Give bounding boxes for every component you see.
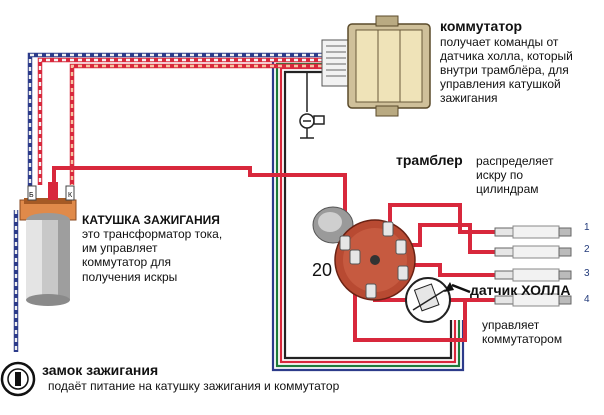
- spark-plug-4: [494, 293, 572, 307]
- ignition-lock-icon: [0, 361, 36, 397]
- spark-plug-1: [494, 225, 572, 239]
- hall-sensor: [405, 277, 471, 323]
- cylinder-label-2: 2: [584, 244, 590, 255]
- cylinder-label-1: 1: [584, 222, 590, 233]
- ignition-coil: Б К: [19, 182, 77, 306]
- rotor-number: 20: [312, 260, 333, 280]
- coil-title: КАТУШКА ЗАЖИГАНИЯ: [82, 213, 220, 227]
- spark-plug-leads: [353, 203, 495, 342]
- hall-sensor-desc: управляет коммутатором: [482, 318, 563, 347]
- capacitor-icon: [299, 72, 325, 139]
- high-voltage-lead: [52, 166, 347, 232]
- ignition-lock-label: замок зажигания подаёт питание на катушк…: [42, 362, 342, 393]
- svg-text:К: К: [68, 192, 73, 199]
- commutator-label: коммутатор получает команды от датчика х…: [440, 18, 600, 105]
- ignition-lock-title: замок зажигания: [42, 362, 159, 378]
- distributor-title: трамблер: [396, 152, 463, 168]
- hall-sensor-title: датчик ХОЛЛА: [470, 282, 571, 298]
- commutator-title: коммутатор: [440, 18, 523, 34]
- distributor-desc: распределяет искру по цилиндрам: [476, 154, 554, 197]
- distributor: [312, 206, 416, 301]
- spark-plug-2: [494, 245, 572, 259]
- supply-cable: [13, 52, 322, 352]
- commutator-desc: получает команды от датчика холла, котор…: [440, 34, 573, 106]
- ignition-lock-desc: подаёт питание на катушку зажигания и ко…: [48, 378, 340, 393]
- commutator-unit: [321, 15, 431, 117]
- spark-plugs: [494, 225, 572, 307]
- coil-label: КАТУШКА ЗАЖИГАНИЯ это трансформатор тока…: [82, 213, 224, 284]
- cylinder-label-4: 4: [584, 294, 590, 305]
- coil-desc: это трансформатор тока, им управляет ком…: [82, 227, 223, 284]
- spark-plug-3: [494, 268, 572, 282]
- svg-text:Б: Б: [29, 192, 34, 199]
- cylinder-label-3: 3: [584, 268, 590, 279]
